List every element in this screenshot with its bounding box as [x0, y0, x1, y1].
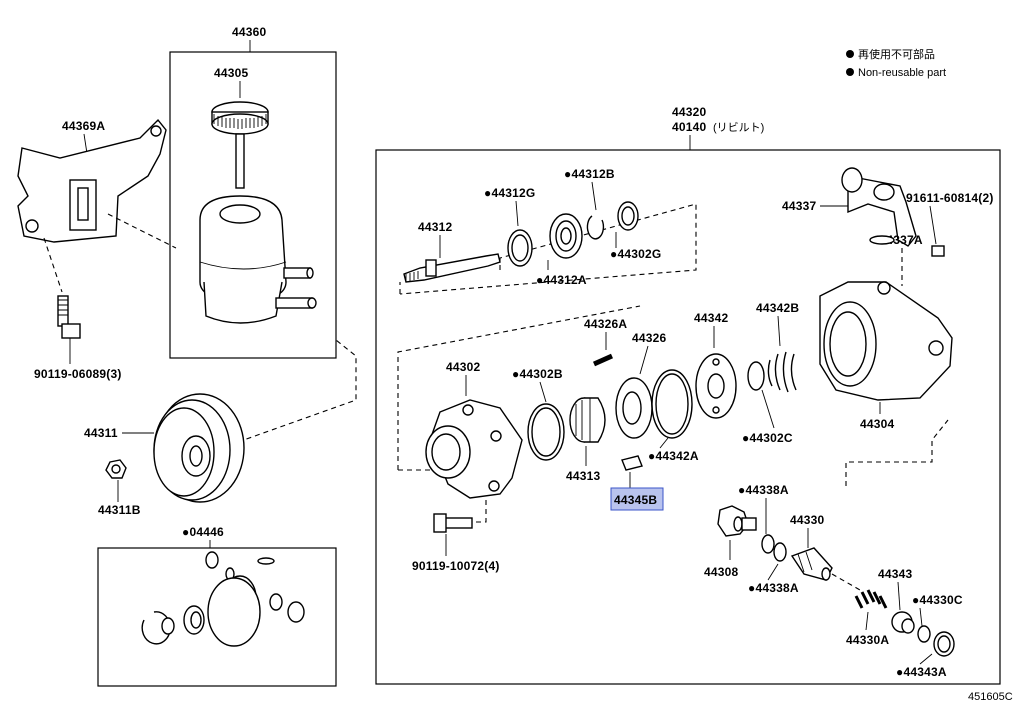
label-44312G[interactable]: ●44312G — [484, 186, 535, 200]
gasket-44337A — [869, 235, 895, 245]
pump-assembly-group: 44320 40140 (リビルト) 44312 ●44312G ●44312B… — [375, 105, 1001, 685]
oring-44338A-1 — [761, 534, 775, 554]
dipstick — [235, 133, 245, 189]
pump-assembly-box — [375, 149, 1001, 685]
legend-en-text: Non-reusable part — [858, 67, 946, 79]
shaft-dash-outline — [399, 203, 697, 295]
label-44360[interactable]: 44360 — [232, 25, 266, 39]
ring-44312B — [586, 215, 605, 240]
label-90119-10072[interactable]: 90119-10072(4) — [412, 559, 500, 573]
label-44342[interactable]: 44342 — [694, 311, 728, 325]
oring-44338A-2 — [773, 542, 787, 562]
label-44369A[interactable]: 44369A — [62, 119, 105, 133]
reservoir-outlet-2 — [275, 297, 313, 309]
label-44308[interactable]: 44308 — [704, 565, 738, 579]
label-44337[interactable]: 44337 — [782, 199, 816, 213]
label-44326[interactable]: 44326 — [632, 331, 666, 345]
label-44302C[interactable]: ●44302C — [742, 431, 793, 445]
label-44345B[interactable]: 44345B — [614, 493, 657, 507]
spring-44342B — [767, 351, 797, 393]
reservoir-outlet-1 — [283, 267, 311, 279]
label-04446[interactable]: ●04446 — [182, 525, 224, 539]
bolt-90119-06089 — [57, 295, 69, 327]
label-44312[interactable]: 44312 — [418, 220, 452, 234]
reservoir-box — [169, 51, 337, 359]
label-44320[interactable]: 44320 — [672, 105, 706, 119]
diagram-id: 451605C — [968, 691, 1013, 703]
label-44312B[interactable]: ●44312B — [564, 167, 615, 181]
bolt-91611 — [931, 245, 945, 257]
label-44343[interactable]: 44343 — [878, 567, 912, 581]
label-44338A-top[interactable]: ●44338A — [738, 483, 789, 497]
label-44305[interactable]: 44305 — [214, 66, 248, 80]
label-44338A-bot[interactable]: ●44338A — [748, 581, 799, 595]
label-44302G[interactable]: ●44302G — [610, 247, 661, 261]
label-44312A[interactable]: ●44312A — [536, 273, 587, 287]
label-44304[interactable]: 44304 — [860, 417, 894, 431]
label-44326A[interactable]: 44326A — [584, 317, 627, 331]
oring-44330C — [917, 625, 931, 643]
label-44311[interactable]: 44311 — [84, 426, 118, 440]
label-44330A[interactable]: 44330A — [846, 633, 889, 647]
oring-44302C — [747, 361, 765, 391]
label-44342B[interactable]: 44342B — [756, 301, 799, 315]
pin-44326A — [592, 353, 614, 367]
label-44311B[interactable]: 44311B — [98, 503, 141, 517]
label-44330C[interactable]: ●44330C — [912, 593, 963, 607]
bracket-group: 44369A 90119-06089(3) — [17, 118, 177, 381]
legend: 再使用不可部品 Non-reusable part — [858, 47, 946, 79]
spring-44330A — [854, 589, 888, 609]
pulley-group: 44311 44311B — [84, 339, 357, 517]
bolt-90119-10072 — [443, 517, 473, 529]
kit-04446-group: ●04446 — [97, 525, 337, 687]
label-44342A[interactable]: ●44342A — [648, 449, 699, 463]
legend-bullet-icon — [846, 68, 854, 76]
vane-44345B — [621, 455, 643, 471]
label-90119-06089[interactable]: 90119-06089(3) — [34, 367, 122, 381]
label-91611[interactable]: 91611-60814(2) — [906, 191, 994, 205]
legend-jp-text: 再使用不可部品 — [858, 47, 935, 61]
label-44313[interactable]: 44313 — [566, 469, 600, 483]
label-44343A[interactable]: ●44343A — [896, 665, 947, 679]
reservoir-group: 44360 44305 — [169, 25, 337, 359]
label-44302[interactable]: 44302 — [446, 360, 480, 374]
label-40140-suffix: (リビルト) — [713, 121, 764, 134]
kit-04446-box — [97, 547, 337, 687]
union-44337 — [847, 175, 917, 247]
label-44330[interactable]: 44330 — [790, 513, 824, 527]
label-40140[interactable]: 40140 — [672, 120, 706, 134]
label-44302B[interactable]: ●44302B — [512, 367, 563, 381]
legend-bullet-icon — [846, 50, 854, 58]
label-44345B-highlight — [610, 487, 664, 511]
